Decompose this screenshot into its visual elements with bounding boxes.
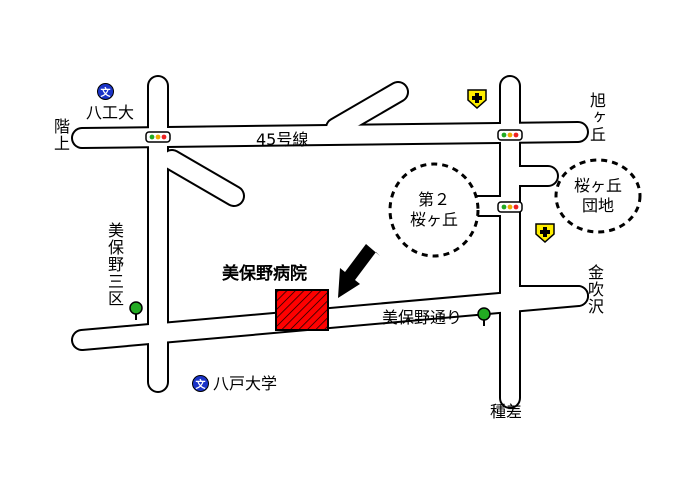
area-dai2-line1: 第２: [417, 190, 450, 209]
area-circle-danchi: [554, 158, 642, 234]
place-kaijo: 階上: [51, 118, 70, 152]
traffic-signal-icon: [145, 131, 171, 143]
area-danchi-line1: 桜ヶ丘: [573, 176, 622, 195]
place-hachiko-dai: 八工大: [86, 103, 135, 122]
place-kanefukisawa: 金吹沢: [585, 264, 604, 315]
road-misono-dori-label: 美保野通り: [382, 308, 463, 327]
school-icon: 文: [97, 83, 114, 100]
area-danchi-line2: 団地: [581, 196, 614, 215]
area-sakuragaoka-danchi: 桜ヶ丘 団地: [568, 176, 628, 216]
traffic-signal-icon: [497, 129, 523, 141]
area-dai2-sakuragaoka: 第２ 桜ヶ丘: [404, 190, 464, 230]
hospital-name: 美保野病院: [222, 264, 307, 284]
area-dai2-line2: 桜ヶ丘: [409, 210, 458, 229]
school-icon: 文: [192, 375, 209, 392]
place-hachinohe-daigaku: 八戸大学: [213, 374, 278, 393]
hospital-icon: [535, 223, 555, 244]
arrow-icon: [338, 244, 380, 298]
traffic-signal-icon: [497, 201, 523, 213]
area-circle-dai2: [388, 162, 480, 258]
place-asahigaoka: 旭ヶ丘: [587, 92, 606, 143]
road-route-45-label: 45号線: [256, 130, 309, 149]
hospital-icon: [467, 89, 487, 110]
tree-icon: [477, 307, 491, 326]
place-misono-3ku: 美保野三区: [105, 222, 124, 307]
tree-icon: [129, 301, 143, 320]
place-tanesashi: 種差: [490, 402, 523, 421]
hospital-building: [275, 289, 329, 331]
